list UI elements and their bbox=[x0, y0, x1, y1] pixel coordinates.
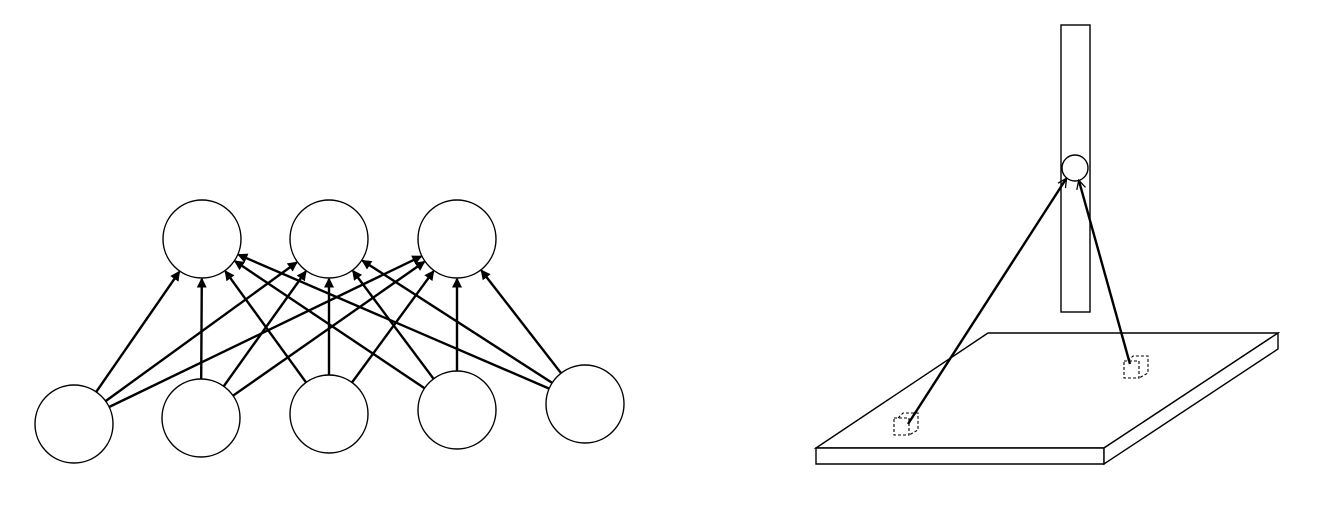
network-nodes bbox=[34, 199, 625, 464]
output-node-2 bbox=[289, 199, 369, 279]
connection-input-5-to-output-2 bbox=[361, 259, 553, 384]
plate-patch-left bbox=[893, 412, 919, 436]
connection-input-1-to-output-1 bbox=[95, 270, 181, 393]
input-node-1 bbox=[34, 384, 114, 464]
input-node-5 bbox=[545, 364, 625, 444]
network-connections bbox=[95, 253, 563, 409]
patch-to-node-arrow-right bbox=[1079, 181, 1132, 365]
network-panel bbox=[34, 199, 625, 464]
plate-side-face bbox=[1103, 331, 1279, 466]
connection-input-4-to-output-2 bbox=[352, 269, 435, 380]
column-node bbox=[1061, 154, 1089, 182]
connection-input-3-to-output-3 bbox=[351, 270, 435, 384]
connection-input-1-to-output-3 bbox=[108, 255, 423, 409]
connection-input-2-to-output-1 bbox=[196, 277, 207, 380]
connection-input-3-to-output-1 bbox=[224, 270, 308, 384]
patch-to-node-arrow-left bbox=[906, 179, 1066, 425]
plate-patch-right bbox=[1123, 355, 1149, 379]
output-node-3 bbox=[417, 199, 497, 279]
output-node-1 bbox=[162, 199, 242, 279]
plate-column-panel bbox=[813, 24, 1281, 466]
input-node-4 bbox=[417, 370, 497, 450]
connection-input-4-to-output-1 bbox=[233, 260, 426, 390]
connection-input-5-to-output-3 bbox=[480, 269, 563, 374]
connection-input-2-to-output-2 bbox=[222, 270, 307, 387]
input-node-3 bbox=[289, 374, 369, 454]
input-node-2 bbox=[161, 378, 241, 458]
plate-front-face bbox=[815, 447, 1105, 465]
connection-input-5-to-output-1 bbox=[237, 253, 550, 390]
